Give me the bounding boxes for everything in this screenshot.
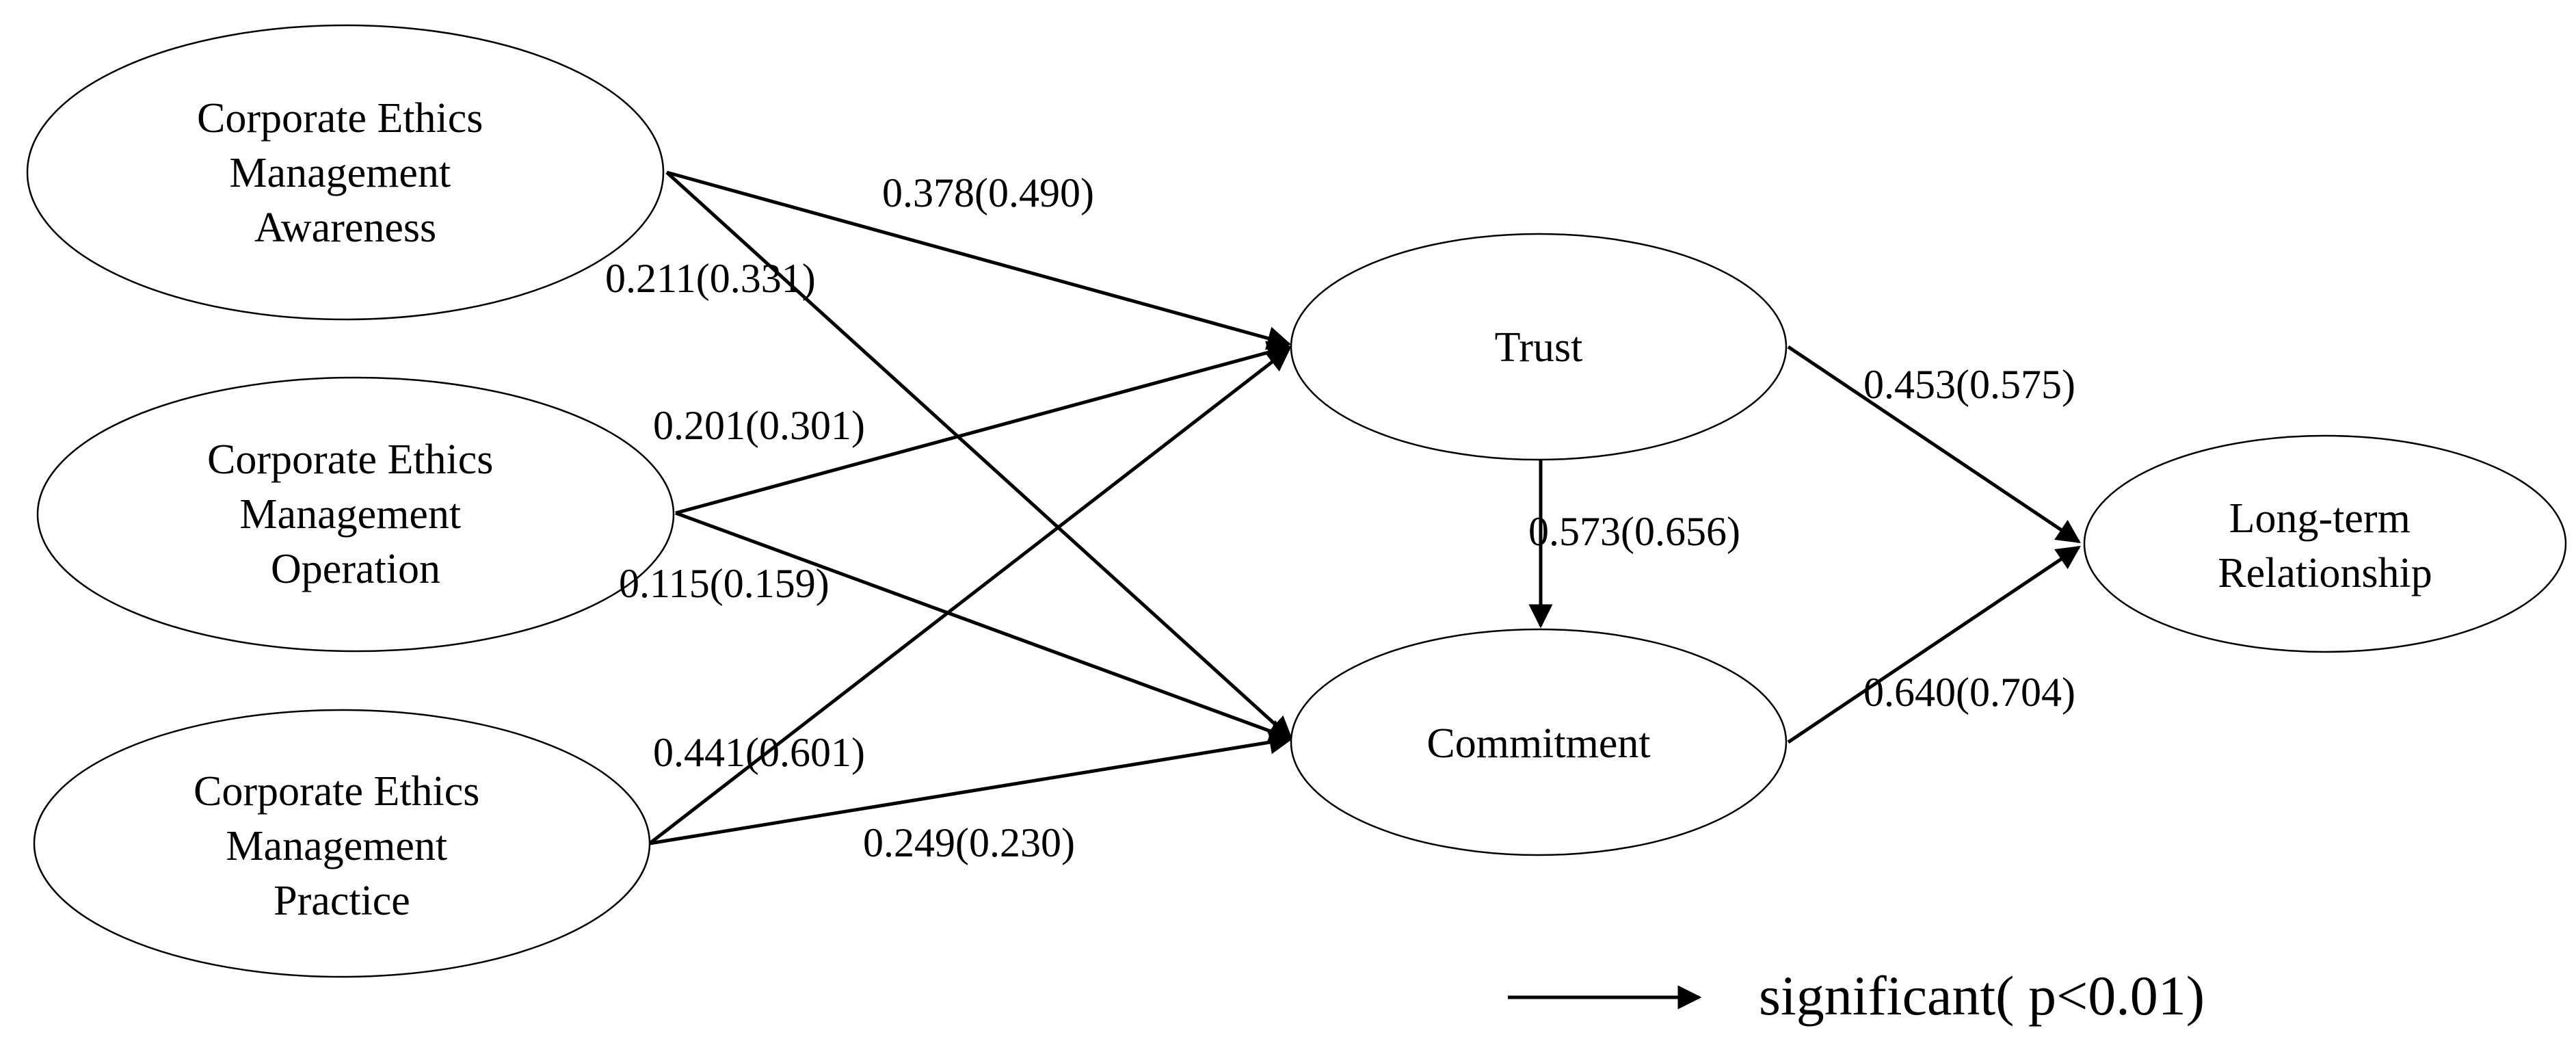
label-operation-commitment: 0.115(0.159) — [619, 561, 829, 606]
node-practice-line-1: Corporate Ethics — [194, 768, 479, 815]
node-operation-line-1: Corporate Ethics — [207, 436, 493, 483]
node-practice: Corporate Ethics Management Practice — [33, 709, 651, 978]
label-operation-trust: 0.201(0.301) — [653, 403, 865, 448]
edge-operation-commitment — [675, 511, 1294, 743]
node-trust: Trust — [1290, 233, 1788, 461]
node-practice-line-2: Management — [226, 823, 447, 869]
node-trust-label: Trust — [1495, 324, 1583, 371]
label-practice-trust: 0.441(0.601) — [653, 730, 865, 775]
edges — [648, 170, 2081, 845]
svg-text:Corporate Ethics Managem: Corporate Ethics Management Operation — [207, 436, 504, 592]
edge-labels: 0.378(0.490) 0.211(0.331) 0.201(0.301) 0… — [605, 170, 2075, 865]
label-practice-commitment: 0.249(0.230) — [863, 820, 1075, 865]
node-longterm-line-2: Relationship — [2218, 550, 2432, 596]
node-commitment-ellipse — [1290, 628, 1788, 856]
label-trust-commitment: 0.573(0.656) — [1528, 509, 1740, 554]
svg-text:Corporate Ethics Managem: Corporate Ethics Management Awareness — [197, 95, 494, 251]
node-awareness-line-1: Corporate Ethics — [197, 95, 483, 142]
edge-trust-longterm — [1787, 345, 2081, 544]
node-operation-ellipse — [36, 376, 675, 653]
edge-practice-trust — [648, 347, 1291, 845]
legend-label: significant( p<0.01) — [1759, 964, 2205, 1027]
label-commitment-longterm: 0.640(0.704) — [1863, 670, 2075, 715]
edge-awareness-commitment — [665, 171, 1293, 741]
node-awareness-line-3: Awareness — [254, 205, 436, 251]
edge-awareness-trust — [666, 170, 1292, 350]
node-longterm-ellipse — [2083, 434, 2567, 653]
node-practice-ellipse — [33, 709, 651, 978]
label-awareness-trust: 0.378(0.490) — [882, 170, 1094, 215]
node-longterm-line-1: Long-term — [2229, 495, 2411, 542]
label-trust-longterm: 0.453(0.575) — [1863, 362, 2075, 407]
node-awareness-line-2: Management — [229, 150, 451, 196]
node-operation-line-3: Operation — [271, 546, 440, 592]
node-operation: Corporate Ethics Management Operation — [36, 376, 675, 653]
node-commitment-label: Commitment — [1426, 720, 1650, 767]
edge-operation-trust — [675, 341, 1292, 515]
legend: significant( p<0.01) — [1508, 964, 2205, 1027]
node-trust-ellipse — [1290, 233, 1788, 461]
node-longterm: Long-term Relationship — [2083, 434, 2567, 653]
node-commitment: Commitment — [1290, 628, 1788, 856]
edge-practice-commitment — [649, 730, 1294, 845]
svg-text:Corporate Ethics Managem: Corporate Ethics Management Practice — [194, 768, 490, 924]
svg-text:Long-term Relationship: Long-term Relationship — [2218, 495, 2432, 596]
node-awareness-ellipse — [26, 24, 665, 321]
edge-commitment-longterm — [1787, 545, 2081, 744]
label-awareness-commitment: 0.211(0.331) — [605, 256, 816, 301]
node-practice-line-3: Practice — [274, 878, 410, 924]
node-operation-line-2: Management — [239, 491, 461, 538]
node-awareness: Corporate Ethics Management Awareness — [26, 24, 665, 321]
